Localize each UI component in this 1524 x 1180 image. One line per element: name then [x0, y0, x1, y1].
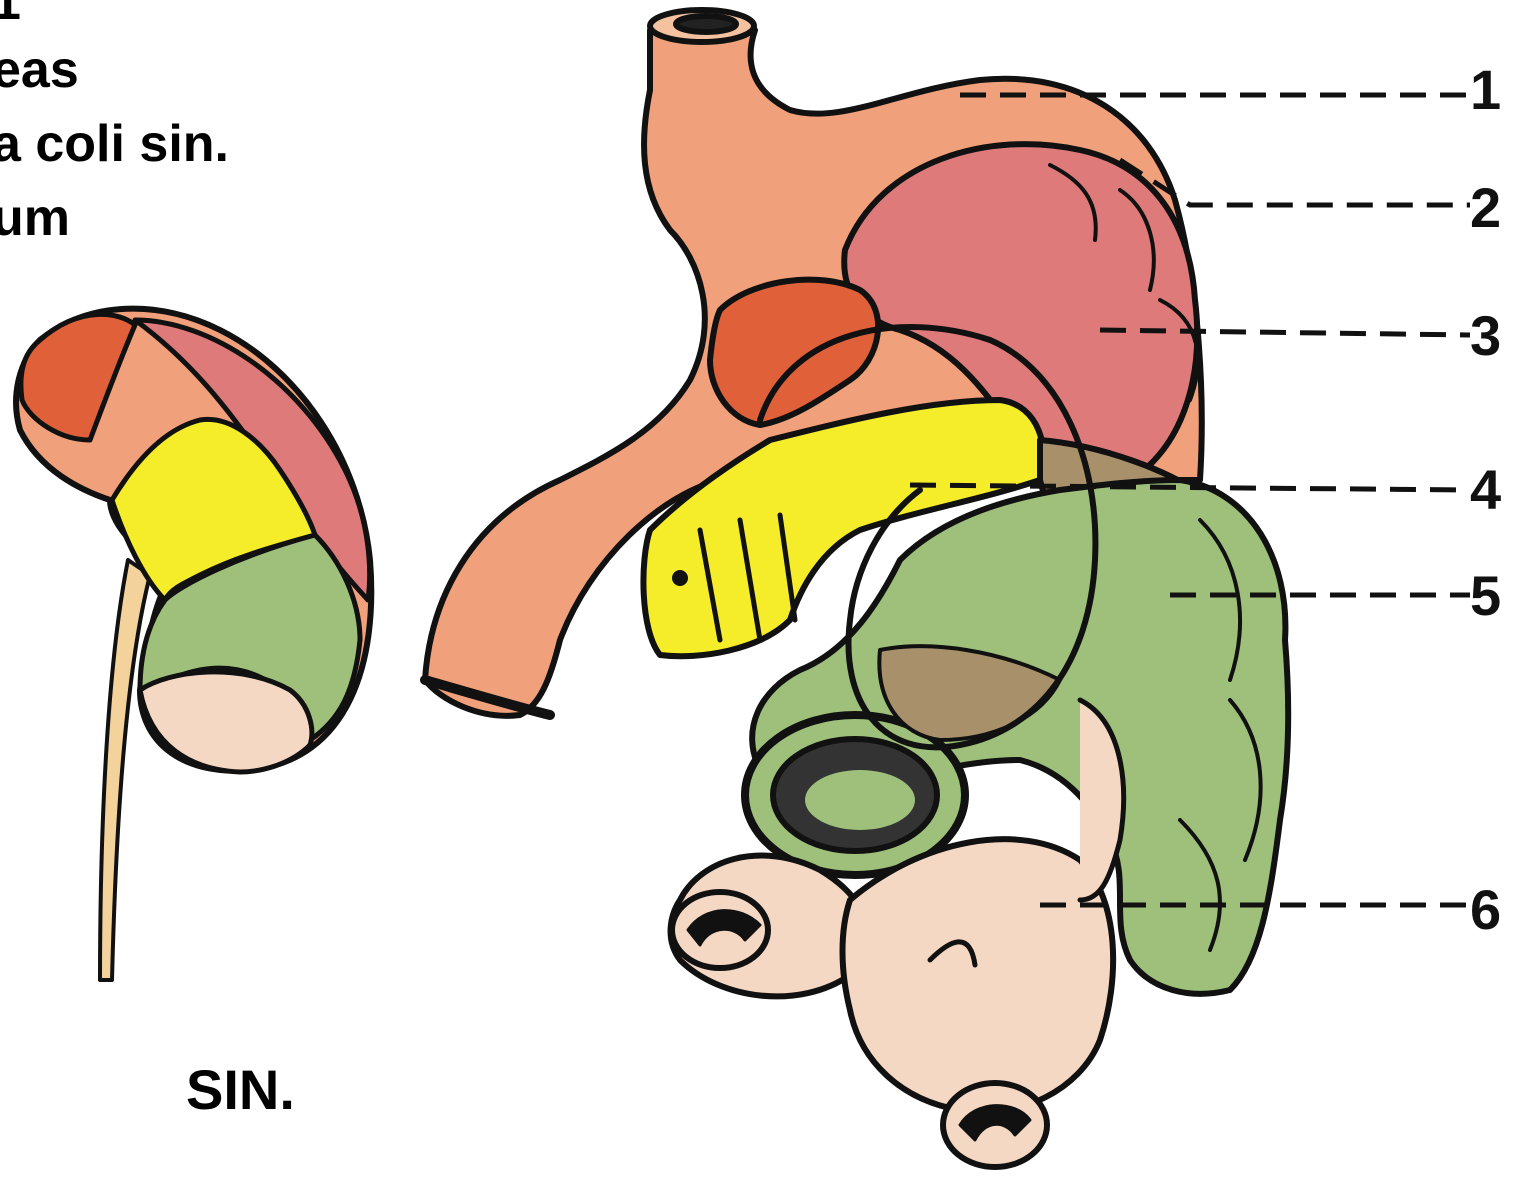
side-view-organ [16, 309, 371, 980]
callout-4: 4 [1470, 462, 1501, 518]
callout-6: 6 [1470, 882, 1501, 938]
side-view-label: SIN. [186, 1062, 295, 1118]
callout-2: 2 [1470, 180, 1501, 236]
callout-3: 3 [1470, 308, 1501, 364]
callout-5: 5 [1470, 568, 1501, 624]
callout-1: 1 [1470, 62, 1501, 118]
